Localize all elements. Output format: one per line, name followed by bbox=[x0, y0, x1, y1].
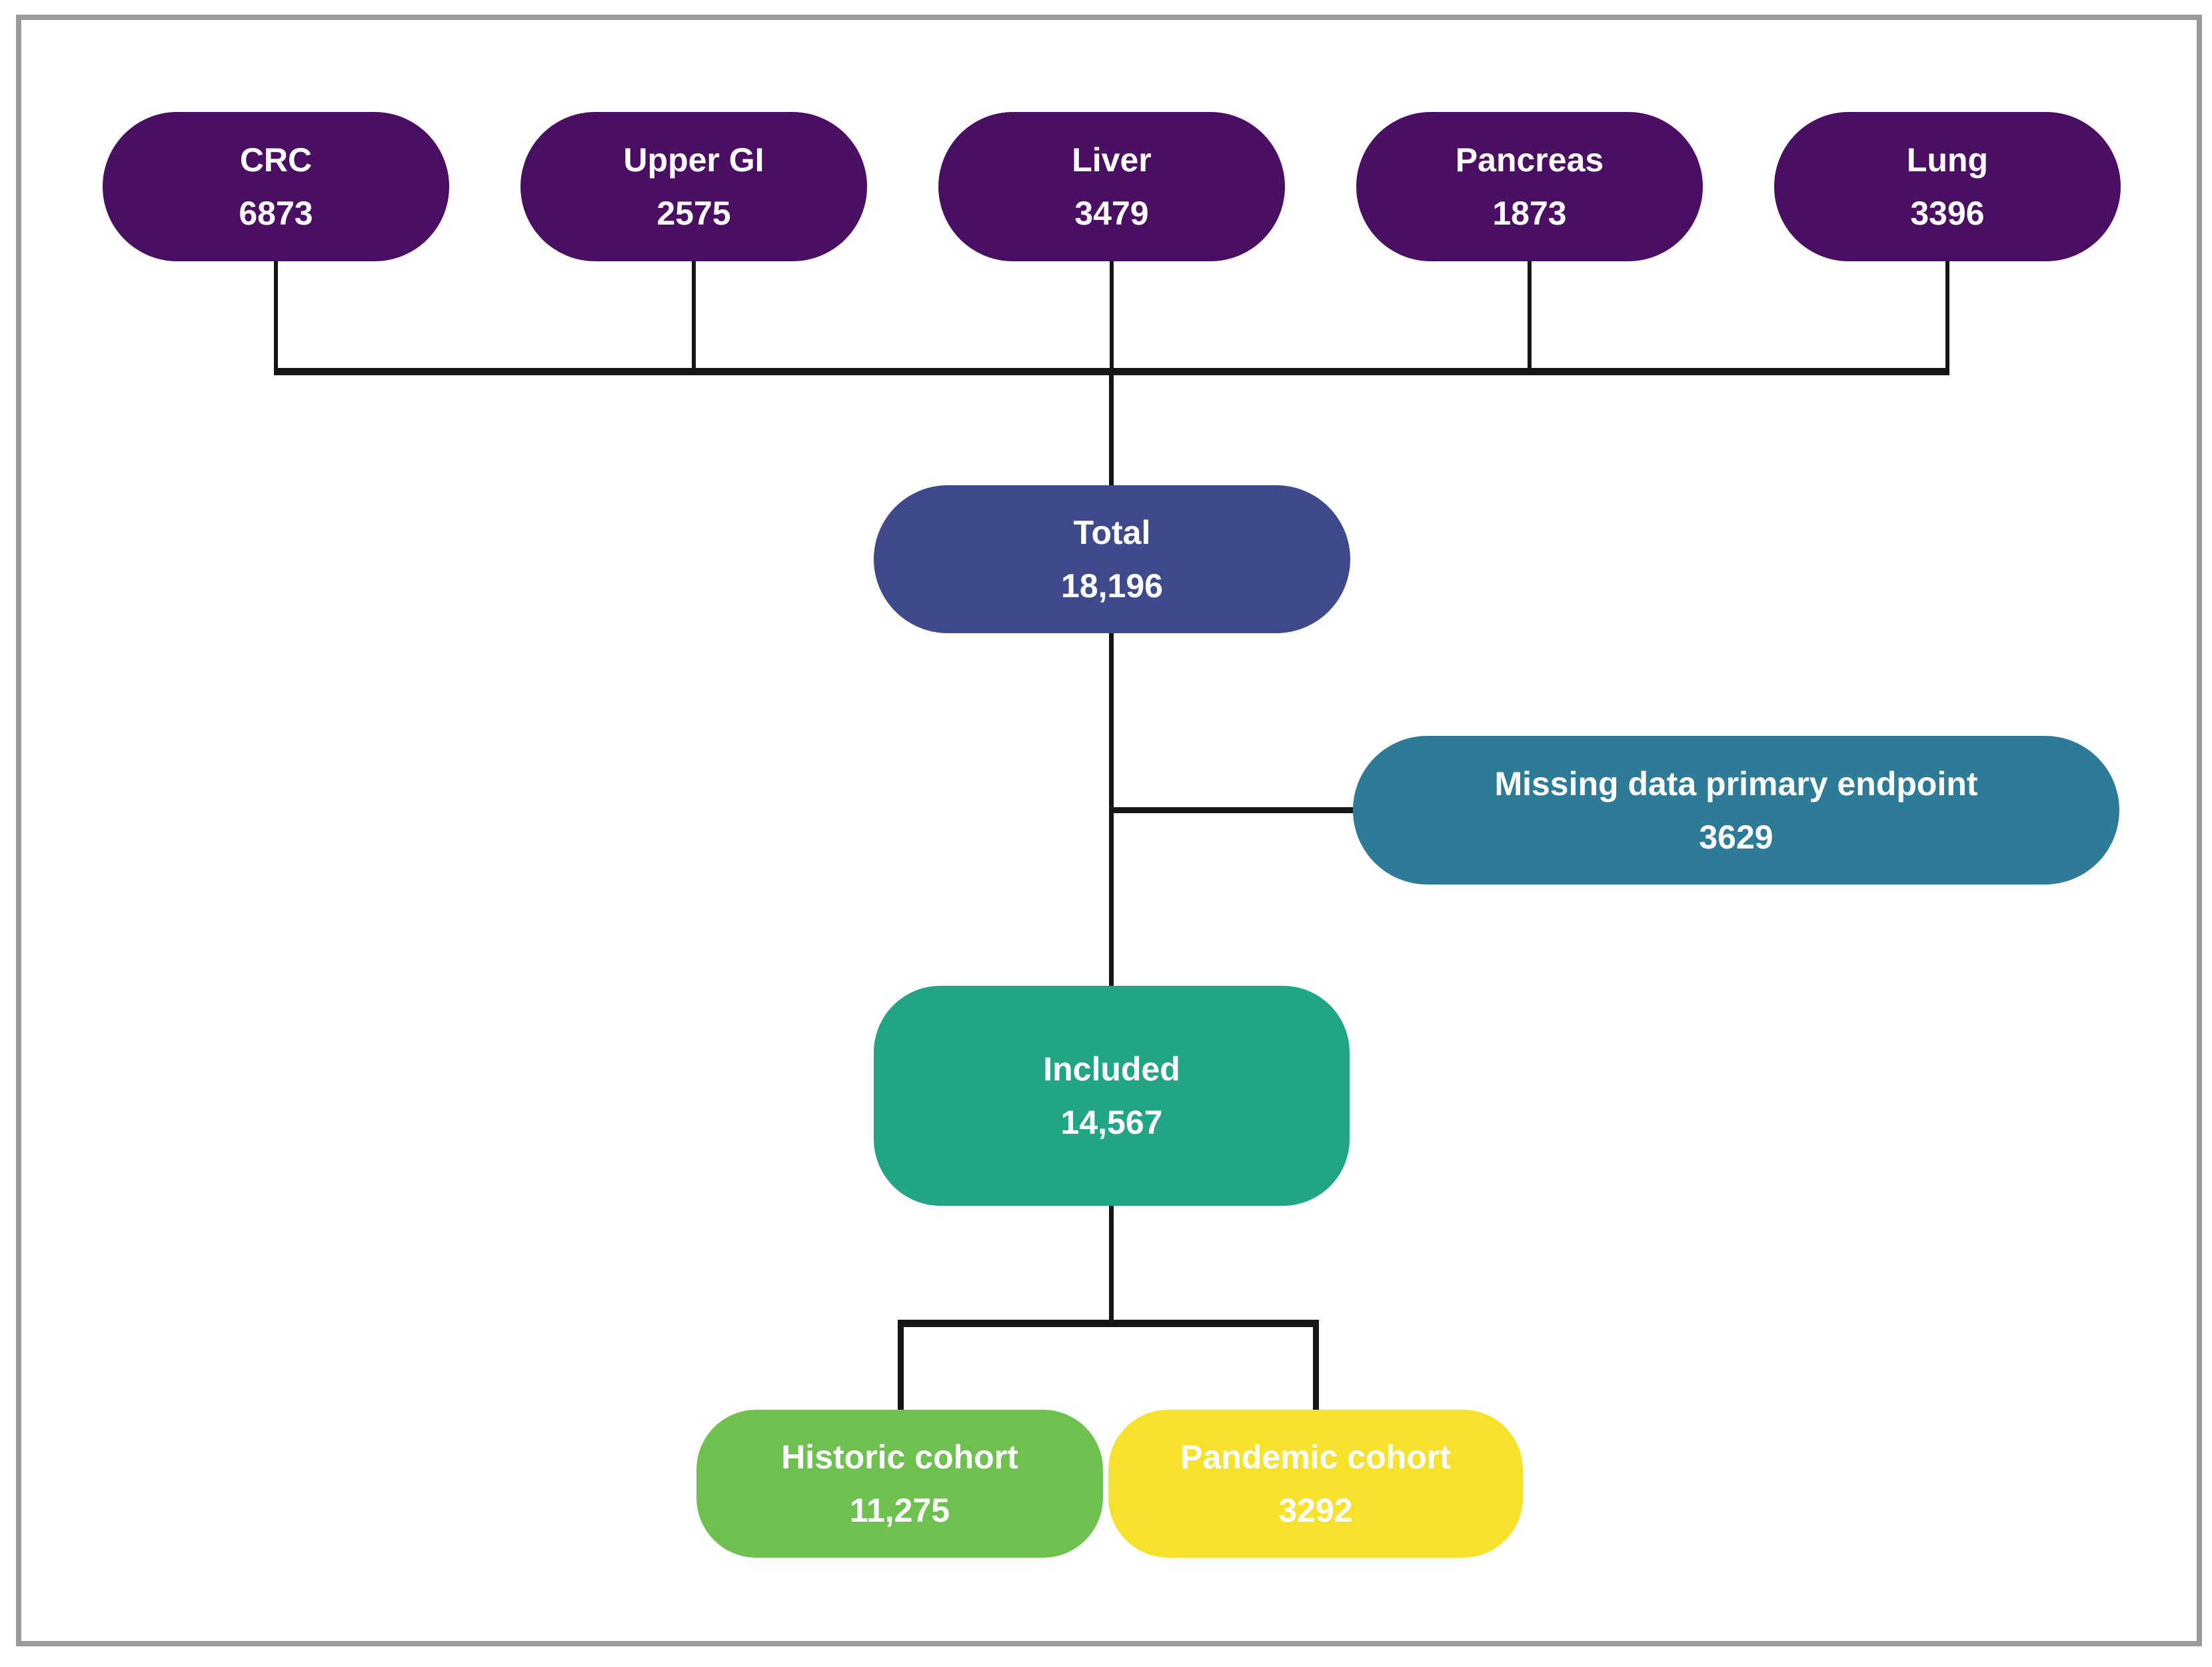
node-missing-data: Missing data primary endpoint 3629 bbox=[1353, 736, 2119, 884]
node-crc-label: CRC bbox=[239, 141, 313, 179]
connector-historic-drop bbox=[898, 1320, 904, 1414]
node-missing-data-label: Missing data primary endpoint bbox=[1494, 765, 1978, 803]
node-upper-gi-value: 2575 bbox=[656, 195, 731, 232]
connector-missing-branch bbox=[1110, 807, 1358, 813]
node-historic-cohort: Historic cohort 11,275 bbox=[696, 1410, 1103, 1558]
node-pancreas-label: Pancreas bbox=[1455, 141, 1604, 179]
node-liver-label: Liver bbox=[1072, 141, 1152, 179]
node-crc: CRC 6873 bbox=[103, 112, 449, 261]
connector-liver-drop bbox=[1110, 261, 1114, 375]
node-upper-gi: Upper GI 2575 bbox=[521, 112, 867, 261]
figure-border bbox=[16, 15, 2202, 1646]
node-upper-gi-label: Upper GI bbox=[623, 141, 764, 179]
connector-included-to-split bbox=[1109, 1202, 1114, 1326]
node-pandemic-cohort-label: Pandemic cohort bbox=[1180, 1438, 1451, 1476]
connector-rail-to-total bbox=[1109, 368, 1114, 491]
node-included: Included 14,567 bbox=[874, 986, 1350, 1206]
connector-crc-drop bbox=[274, 261, 278, 375]
node-lung: Lung 3396 bbox=[1774, 112, 2121, 261]
node-pancreas-value: 1873 bbox=[1492, 195, 1567, 232]
node-total-label: Total bbox=[1073, 514, 1151, 551]
connector-cohort-rail bbox=[898, 1320, 1319, 1327]
node-crc-value: 6873 bbox=[239, 195, 313, 232]
connector-upper-gi-drop bbox=[692, 261, 696, 375]
node-liver: Liver 3479 bbox=[938, 112, 1285, 261]
node-included-value: 14,567 bbox=[1060, 1104, 1163, 1141]
node-lung-label: Lung bbox=[1906, 141, 1989, 179]
node-included-label: Included bbox=[1043, 1050, 1180, 1088]
node-pancreas: Pancreas 1873 bbox=[1356, 112, 1703, 261]
node-pandemic-cohort: Pandemic cohort 3292 bbox=[1108, 1410, 1523, 1558]
connector-pandemic-drop bbox=[1313, 1320, 1319, 1414]
node-total-value: 18,196 bbox=[1061, 567, 1163, 605]
node-missing-data-value: 3629 bbox=[1699, 818, 1773, 856]
node-liver-value: 3479 bbox=[1074, 195, 1149, 232]
connector-lung-drop bbox=[1945, 261, 1949, 375]
node-total: Total 18,196 bbox=[874, 485, 1350, 633]
node-historic-cohort-label: Historic cohort bbox=[781, 1438, 1018, 1476]
node-lung-value: 3396 bbox=[1910, 195, 1985, 232]
node-historic-cohort-value: 11,275 bbox=[849, 1492, 950, 1529]
connector-pancreas-drop bbox=[1528, 261, 1532, 375]
node-pandemic-cohort-value: 3292 bbox=[1278, 1492, 1353, 1529]
